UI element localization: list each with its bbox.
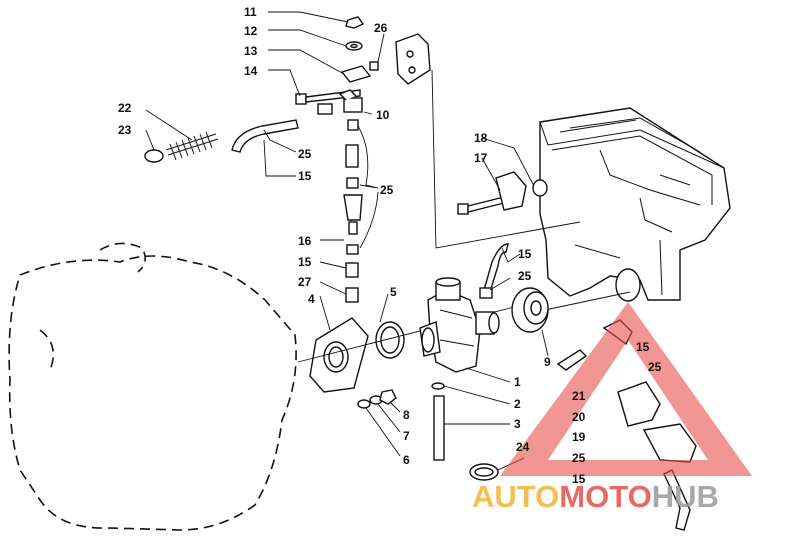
callout-24: 24 [516, 440, 530, 454]
fuel-line-vertical [343, 119, 363, 303]
callout-8: 8 [403, 408, 410, 422]
callout-3: 3 [514, 417, 521, 431]
callout-15-right: 15 [636, 340, 650, 354]
drain-tube-3 [433, 395, 445, 461]
callout-25-upper: 25 [298, 147, 312, 161]
watermark-moto: MOTO [559, 479, 651, 514]
callout-19: 19 [572, 430, 586, 444]
callout-6: 6 [403, 453, 410, 467]
intake-flange-4 [309, 317, 369, 393]
automotohub-watermark: AUTOMOTOHUB [472, 302, 752, 514]
watermark-auto: AUTO [472, 479, 559, 514]
callout-26: 26 [374, 21, 388, 35]
air-boot-9 [511, 287, 549, 333]
engine-left-detail [39, 329, 55, 371]
callout-20: 20 [572, 410, 586, 424]
leader-26-airbox [431, 69, 581, 249]
leader-25-group [357, 125, 379, 249]
washer-6 [357, 399, 371, 409]
callout-11: 11 [244, 5, 257, 19]
fuel-valve-10 [317, 89, 363, 115]
watermark-hub: HUB [652, 479, 719, 514]
bracket-18 [495, 171, 548, 211]
watermark-triangle-logo [500, 302, 752, 476]
callout-15-lower: 15 [572, 472, 586, 486]
callout-15-center: 15 [518, 247, 532, 261]
fuel-hose-15-center [479, 243, 509, 299]
callout-4: 4 [308, 292, 315, 306]
leader-lines [145, 11, 549, 471]
callout-14: 14 [244, 64, 258, 78]
callout-27: 27 [298, 275, 312, 289]
fuel-pump-19 [617, 381, 697, 463]
bracket-26 [369, 33, 431, 85]
callout-21: 21 [572, 389, 586, 403]
callout-16: 16 [298, 234, 312, 248]
spring-22 [165, 131, 219, 161]
callout-13: 13 [244, 44, 258, 58]
callout-25-center: 25 [518, 269, 532, 283]
engine-outline [8, 255, 297, 531]
callout-15-mid: 15 [298, 255, 312, 269]
jet-2 [431, 382, 445, 390]
callout-23: 23 [118, 123, 132, 137]
nut-8 [379, 389, 397, 405]
callout-17: 17 [474, 151, 488, 165]
bracket-13 [340, 65, 372, 83]
callout-10: 10 [376, 108, 390, 122]
clamp-24 [469, 463, 499, 481]
carburetor-1 [419, 277, 500, 373]
callout-25-right: 25 [648, 360, 662, 374]
callout-12: 12 [244, 24, 258, 38]
svg-text:AUTOMOTOHUB: AUTOMOTOHUB [472, 479, 719, 514]
axis-boot-airbox [544, 291, 631, 311]
callout-labels: 11 12 13 14 26 10 22 23 25 15 25 16 15 2… [118, 5, 662, 486]
callout-9: 9 [544, 355, 551, 369]
callout-7: 7 [403, 429, 410, 443]
callout-1: 1 [514, 375, 521, 389]
washer-12 [345, 41, 363, 51]
callout-2: 2 [514, 397, 521, 411]
clamp-5 [375, 321, 405, 359]
airbox-housing [539, 107, 731, 302]
fuel-hose-15-left [231, 119, 299, 153]
callout-15-upper: 15 [298, 169, 312, 183]
callout-5: 5 [390, 285, 397, 299]
callout-25-group: 25 [380, 183, 394, 197]
nut-11 [345, 16, 365, 29]
callout-25-lower: 25 [572, 451, 586, 465]
callout-18: 18 [474, 131, 488, 145]
clamp-23 [144, 149, 164, 163]
callout-22: 22 [118, 101, 132, 115]
